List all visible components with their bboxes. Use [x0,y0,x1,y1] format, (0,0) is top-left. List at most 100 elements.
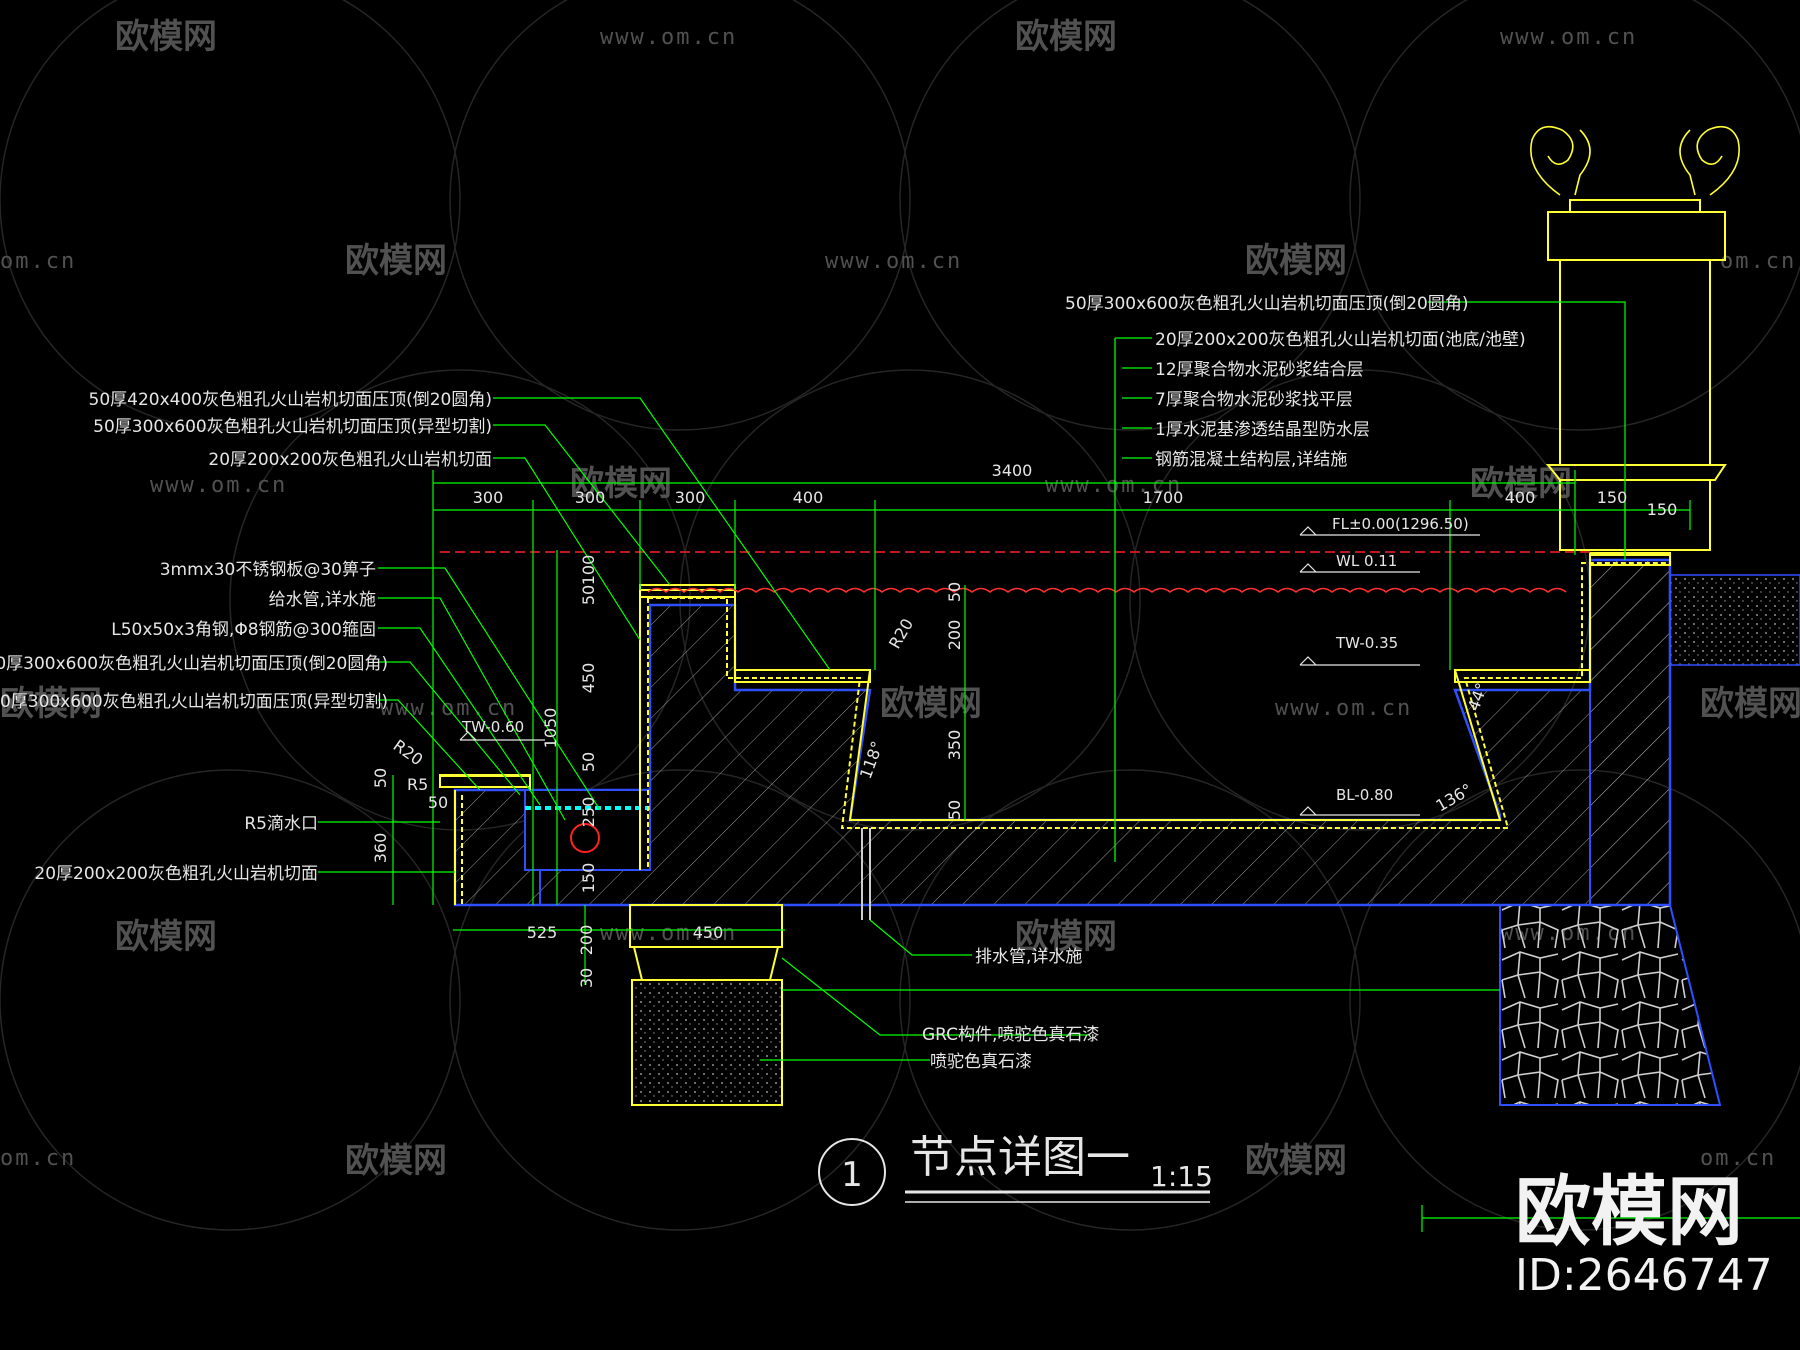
detail-title: 节点详图一 [910,1132,1130,1183]
callout-paint: 喷驼色真石漆 [930,1052,1032,1072]
dim-v-1050: 1050 [541,708,560,749]
callout-angle-steel: L50x50x3角钢,Φ8钢筋@300箍固 [111,620,376,640]
dim-r5: R5 [407,775,428,794]
callout-coping-round: 0厚300x600灰色粗孔火山岩机切面压顶(倒20圆角) [0,654,388,674]
watermark-logo: 欧模网 [1245,241,1347,281]
callout-wall-tile: 20厚200x200灰色粗孔火山岩机切面 [208,450,492,470]
dimension-labels: 3400 300 300 300 400 1700 400 150 150 10… [371,461,1677,988]
callout-right-waterproof: 1厚水泥基渗透结晶型防水层 [1155,420,1370,440]
watermark-url: www.om.cn [150,473,287,498]
watermark-url: om.cn [0,249,76,274]
dim-o-50b: 50 [428,793,448,812]
watermark-url: www.om.cn [1045,473,1182,498]
dim-top-1: 300 [473,488,504,507]
detail-number-circle [818,1138,886,1206]
dim-b-200: 200 [577,925,596,956]
dim-top-2: 300 [575,488,606,507]
level-fl: FL±0.00(1296.50) [1332,515,1469,533]
dim-v-450: 450 [579,663,598,694]
watermark-arc [0,0,461,431]
watermark-url: www.om.cn [600,25,737,50]
brand-id: ID:2646747 [1515,1250,1773,1301]
callout-grate: 3mmx30不锈钢板@30箅子 [160,560,376,580]
dim-b-450: 450 [693,923,724,942]
callouts-bottom: 排水管,详水施 GRC构件,喷驼色真石漆 喷驼色真石漆 [922,947,1099,1072]
grc-column [629,904,783,1106]
dim-c-50a: 50 [945,582,964,602]
dim-top-3: 300 [675,488,706,507]
watermark-logo: 欧模网 [1015,917,1117,957]
watermark-arc [899,769,1361,1231]
ground-fill [1499,574,1800,1106]
finish-layers [440,554,1670,905]
callout-drain: 排水管,详水施 [975,947,1082,967]
watermark-url: om.cn [0,1146,76,1171]
dim-v-50b: 50 [579,752,598,772]
watermark-logo: 欧模网 [115,917,217,957]
callouts-left-top: 50厚420x400灰色粗孔火山岩机切面压顶(倒20圆角) 50厚300x600… [89,390,492,470]
watermark-logo: 欧模网 [345,1141,447,1181]
level-labels: FL±0.00(1296.50) WL 0.11 TW-0.35 BL-0.80… [461,515,1469,804]
watermark-url: www.om.cn [600,921,737,946]
watermark-arc [0,769,461,1231]
detail-number: 1 [841,1155,863,1195]
dim-b-525: 525 [527,923,558,942]
dim-c-200: 200 [945,620,964,651]
watermark-url: www.om.cn [380,696,517,721]
ornamental-column [1530,125,1740,551]
watermark-url: om.cn [1720,249,1796,274]
watermark-logo: 欧模网 [1700,684,1800,724]
dim-v-100: 100 [579,555,598,586]
callout-right-coping: 50厚300x600灰色粗孔火山岩机切面压顶(倒20圆角) [1065,294,1468,314]
level-tw1: TW-0.35 [1335,634,1398,652]
dim-v-150: 150 [579,863,598,894]
dim-top-6: 400 [1505,488,1536,507]
callouts-right: 50厚300x600灰色粗孔火山岩机切面压顶(倒20圆角) 20厚200x200… [1065,294,1526,470]
callout-right-structure: 钢筋混凝土结构层,详结施 [1155,450,1347,470]
callout-supply-pipe: 给水管,详水施 [269,590,376,610]
dim-r20a: R20 [885,615,917,652]
dim-c-350: 350 [945,730,964,761]
dim-r20b: R20 [390,736,427,770]
brand-block: 欧模网 ID:2646747 [1515,1167,1773,1301]
detail-scale: 1:15 [1150,1160,1213,1193]
water-surface [440,551,1590,593]
watermark-url: www.om.cn [1275,696,1412,721]
watermark-url: www.om.cn [825,249,962,274]
callout-front-tile: 20厚200x200灰色粗孔火山岩机切面 [34,864,318,884]
watermark-arc [899,0,1361,431]
dim-top-4: 400 [793,488,824,507]
watermark-logo: 欧模网 [345,241,447,281]
callout-coping-300: 50厚300x600灰色粗孔火山岩机切面压顶(异型切割) [93,417,492,437]
watermark-logo: 欧模网 [1015,17,1117,57]
callout-right-level: 7厚聚合物水泥砂浆找平层 [1155,390,1353,410]
callout-drip: R5滴水口 [244,814,318,834]
watermark-logo: 欧模网 [115,17,217,57]
dim-total: 3400 [992,461,1033,480]
dim-o-360: 360 [371,833,390,864]
level-markers [459,526,1480,816]
dim-v-250: 250 [579,797,598,828]
callout-right-bond: 12厚聚合物水泥砂浆结合层 [1155,360,1364,380]
dim-o-50a: 50 [371,768,390,788]
dim-b-30: 30 [577,968,596,988]
level-tw2: TW-0.60 [461,718,524,736]
watermark-logo: 欧模网 [1245,1141,1347,1181]
dim-right-150: 150 [1647,500,1678,519]
watermark-logo: 欧模网 [880,684,982,724]
brand-logo: 欧模网 [1515,1167,1743,1256]
callouts-left: 3mmx30不锈钢板@30箅子 给水管,详水施 L50x50x3角钢,Φ8钢筋@… [0,560,388,884]
level-bl: BL-0.80 [1336,786,1393,804]
callout-grc: GRC构件,喷驼色真石漆 [922,1025,1099,1045]
watermark-url: om.cn [1700,1146,1776,1171]
dim-top-7: 150 [1597,488,1628,507]
level-wl: WL 0.11 [1336,552,1397,570]
coping-stones [439,552,1671,788]
watermark-arc [449,0,911,431]
watermark-url: www.om.cn [1500,25,1637,50]
watermark-logo: 欧模网 [0,684,102,724]
leader-lines [318,301,1800,1232]
dim-c-50b: 50 [945,800,964,820]
watermark-logo: 欧模网 [570,464,672,504]
drain-pipe [861,828,871,920]
